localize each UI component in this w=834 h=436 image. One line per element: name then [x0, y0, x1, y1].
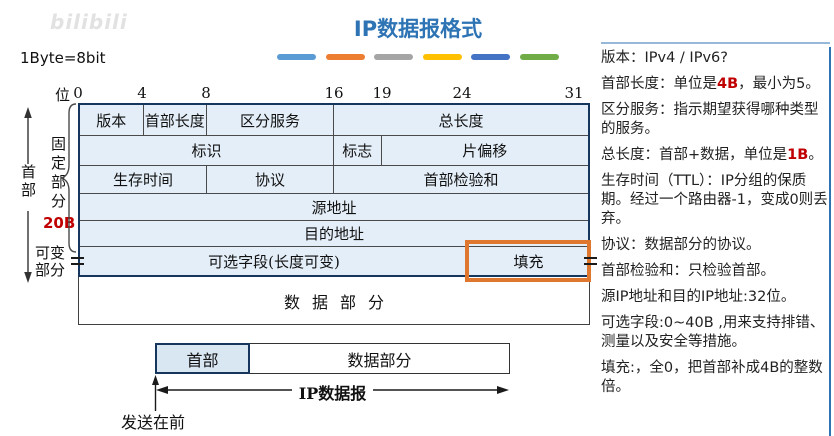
note-text: 源IP地址和目的IP地址:32位。 [601, 289, 796, 305]
divider-dash [374, 54, 414, 60]
table-row: 目的地址 [80, 221, 588, 247]
header-field-label: 区分服务 [239, 111, 300, 130]
bilibili-watermark: bilibili [50, 10, 128, 34]
header-field-label: 目的地址 [303, 225, 364, 243]
bit-tick: 4 [137, 84, 147, 102]
notes-right-border [829, 47, 831, 436]
bit-tick: 8 [201, 84, 211, 102]
header-field-label: 填充 [513, 252, 544, 271]
table-row: 版本首部长度 区分服务 总长度 [80, 105, 588, 136]
note-text: 区分服务：指示期望获得哪种类型的服务。 [601, 102, 819, 137]
note-paragraph: 区分服务：指示期望获得哪种类型的服务。 [601, 101, 830, 139]
bottom-bar: 首部 数据部分 [155, 343, 510, 374]
fixed-part-brace [60, 103, 77, 253]
note-text: 首部长度：单位是 [601, 76, 717, 92]
header-field-label: 标识 [191, 142, 222, 160]
header-field-cell: 首部检验和 [334, 166, 588, 193]
header-field-label: 版本 [96, 111, 127, 130]
break-mark-left [71, 257, 84, 265]
divider-dash [277, 54, 316, 60]
header-span-label: 首部 [19, 164, 37, 200]
padding-highlight-ring [464, 240, 591, 282]
table-row: 标识 标志 片偏移 [80, 136, 588, 166]
header-field-label: 首部长度 [144, 111, 205, 130]
notes-column: 版本：IPv4 / IPv6? 首部长度：单位是4B，最小为5。区分服务：指示期望… [601, 49, 830, 404]
note-paragraph: 版本：IPv4 / IPv6? [601, 49, 830, 68]
header-field-label: 首部检验和 [423, 171, 499, 189]
header-field-label: 协议 [254, 171, 285, 189]
ip-datagram-label: IP数据报 [156, 380, 509, 404]
header-field-cell: 标识 [80, 136, 334, 165]
send-first-arrow [152, 375, 159, 411]
header-field-label: 生存时间 [112, 171, 173, 189]
header-field-cell: 片偏移 [382, 136, 588, 165]
header-field-cell: 目的地址 [80, 221, 588, 246]
header-field-label: 片偏移 [462, 142, 508, 160]
header-field-cell: 总长度 [334, 105, 588, 135]
header-field-cell: 可选字段(长度可变) [80, 247, 469, 275]
note-text: 总长度：首部+数据，单位是 [601, 147, 788, 163]
table-row: 可选字段(长度可变) 填充 [80, 240, 591, 282]
note-paragraph: 生存时间（TTL）：IP分组的保质期。经过一个路由器-1，变成0则丢弃。 [601, 172, 830, 229]
note-text: 。 [808, 147, 823, 163]
note-paragraph: 首部长度：单位是4B，最小为5。 [601, 75, 830, 94]
header-field-cell: 源地址 [80, 194, 588, 220]
fixed-part-label: 固定部分 [49, 136, 67, 212]
table-row: 生存时间 协议 首部检验和 [80, 166, 588, 194]
note-text: 生存时间（TTL）：IP分组的保质期。经过一个路由器-1，变成0则丢弃。 [601, 173, 828, 227]
header-field-cell: 标志 [334, 136, 382, 165]
ip-header-table: 版本首部长度区分服务总长度标识标志片偏移生存时间协议首部检验和源地址目的地址可选… [78, 103, 591, 282]
note-text: ，最小为5。 [738, 76, 820, 92]
note-paragraph: 源IP地址和目的IP地址:32位。 [601, 288, 830, 307]
divider-dash [422, 54, 462, 60]
bit-tick: 0 [73, 84, 83, 102]
note-text: 4B [717, 76, 739, 92]
page-title: IP数据报格式 [353, 17, 483, 41]
bit-tick: 19 [372, 84, 392, 102]
note-paragraph: 协议：数据部分的协议。 [601, 236, 830, 255]
divider-dash [471, 54, 511, 60]
header-field-cell: 首部长度 [144, 105, 207, 135]
break-mark-right [584, 257, 597, 265]
note-text: 填充:，全0，把首部补成4B的整数倍。 [601, 360, 823, 395]
note-paragraph: 总长度：首部+数据，单位是1B。 [601, 146, 830, 165]
header-field-cell: 生存时间 [80, 166, 207, 193]
note-text: 版本：IPv4 / IPv6? [601, 50, 728, 66]
bit-tick: 16 [324, 84, 344, 102]
header-field-label: 标志 [342, 142, 373, 160]
note-text: 可选字段:0~40B ,用来支持排错、测量以及安全等措施。 [601, 315, 825, 350]
bit-scale: 0 4 8 16 19 24 31 [73, 84, 590, 102]
divider-dash [325, 54, 365, 60]
bottom-header-cell: 首部 [155, 343, 250, 374]
note-paragraph: 可选字段:0~40B ,用来支持排错、测量以及安全等措施。 [601, 314, 830, 352]
header-field-cell: 协议 [207, 166, 334, 193]
note-paragraph: 首部检验和：只检验首部。 [601, 262, 830, 281]
table-row: 源地址 [80, 194, 588, 221]
header-field-cell: 区分服务 [207, 105, 334, 135]
note-text: 首部检验和：只检验首部。 [601, 263, 775, 279]
header-field-cell: 版本 [80, 105, 144, 135]
send-first-label: 发送在前 [121, 413, 186, 432]
header-span-arrow [24, 107, 32, 283]
bottom-data-cell: 数据部分 [250, 343, 510, 374]
byte-note: 1Byte=8bit [20, 49, 106, 67]
divider-dash [519, 54, 559, 60]
note-paragraph: 填充:，全0，把首部补成4B的整数倍。 [601, 359, 830, 397]
header-field-label: 源地址 [311, 198, 357, 217]
notes-top-border [601, 42, 830, 44]
bit-unit-label: 位 [55, 86, 71, 104]
data-section-box: 数据部分 [78, 277, 590, 325]
header-field-label: 总长度 [438, 111, 484, 130]
bit-tick: 31 [564, 84, 584, 102]
fixed-part-size: 20B [43, 214, 76, 232]
header-field-cell: 填充 [464, 240, 591, 282]
note-text: 1B [787, 147, 809, 163]
header-field-label: 可选字段(长度可变) [208, 252, 340, 271]
variable-part-label: 可变 部分 [35, 244, 66, 279]
divider-dashes [277, 54, 559, 60]
note-text: 协议：数据部分的协议。 [601, 237, 761, 253]
bit-tick: 24 [452, 84, 472, 102]
